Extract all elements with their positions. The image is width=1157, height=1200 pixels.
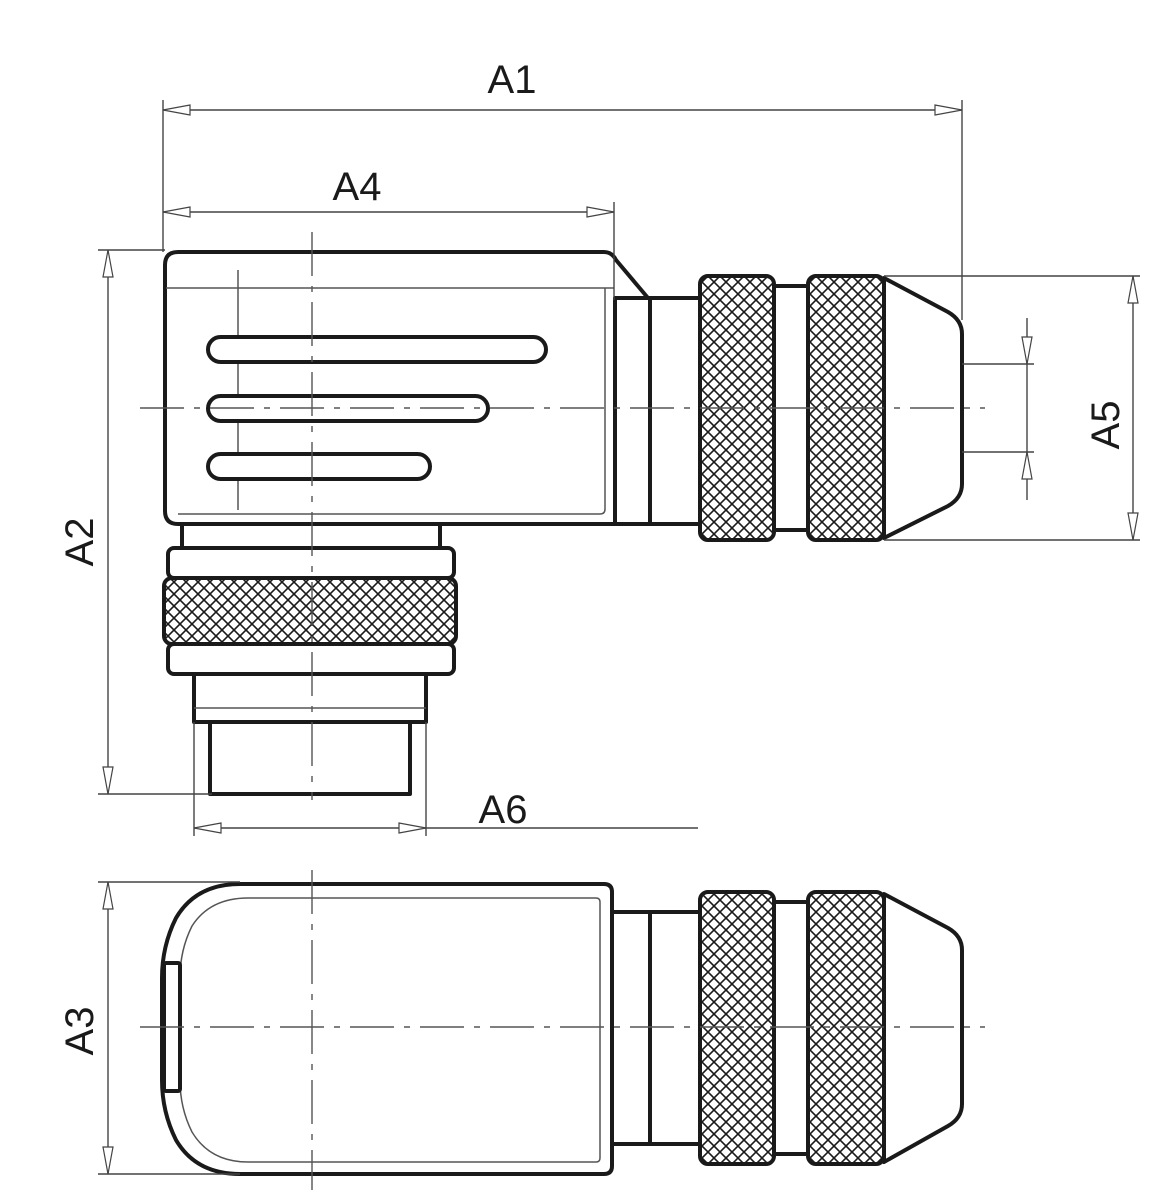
top-view: A1 A4 A2 A5 [58, 58, 1140, 836]
dimension-a1: A1 [162, 58, 963, 320]
dimension-a5: A5 [884, 275, 1140, 541]
housing-rib-1 [206, 335, 548, 364]
dimension-label-a6: A6 [479, 788, 528, 832]
housing-side [160, 882, 614, 1176]
dimension-label-a5: A5 [1084, 401, 1128, 450]
side-view: A3 [58, 870, 985, 1190]
housing-rib-2 [206, 394, 490, 423]
dimension-a6: A6 [193, 722, 698, 836]
dimension-label-a3: A3 [58, 1007, 102, 1056]
cable-gland-side [610, 890, 964, 1166]
dimension-a3: A3 [58, 881, 240, 1175]
housing-rib-3 [206, 452, 432, 481]
cable-gland-right [613, 274, 964, 542]
dimension-a2: A2 [58, 249, 212, 795]
main-housing [163, 250, 650, 526]
dimension-label-a1: A1 [488, 58, 537, 102]
coupling-nut-bottom [162, 522, 458, 796]
dimension-a4: A4 [162, 165, 615, 300]
dimension-label-a2: A2 [58, 518, 102, 567]
dimension-cable-diameter [962, 318, 1034, 500]
dimension-label-a4: A4 [333, 165, 382, 209]
